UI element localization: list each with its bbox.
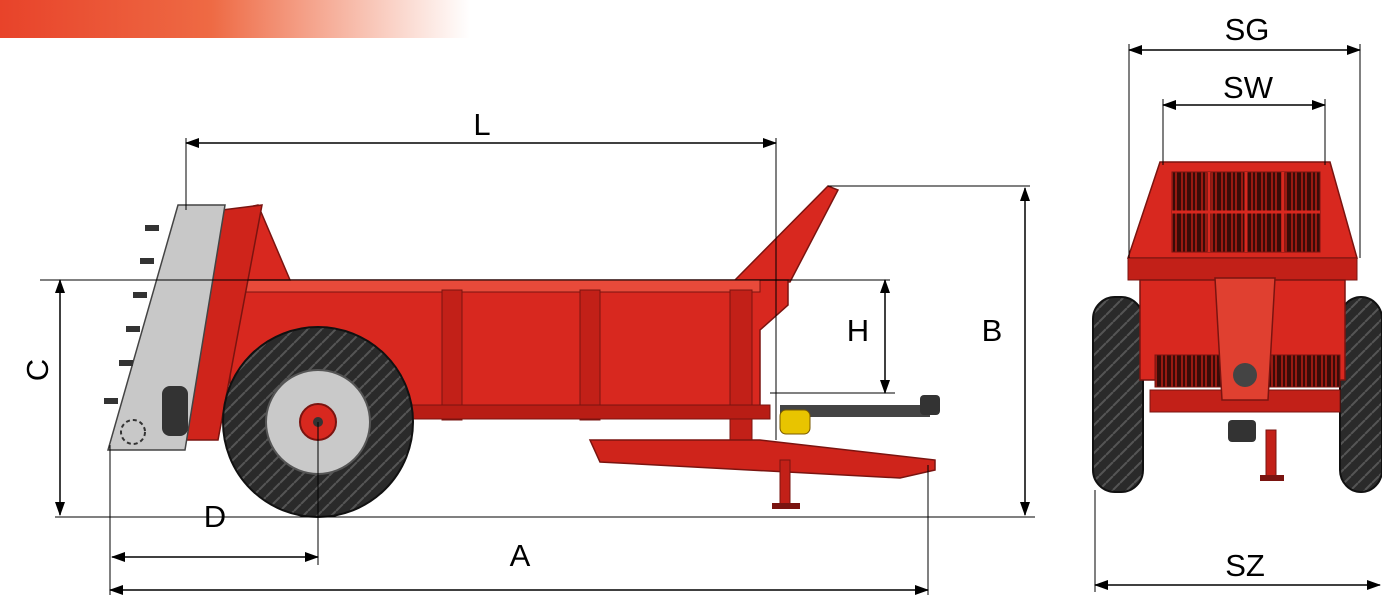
right-tire bbox=[1339, 296, 1382, 493]
label-C: C bbox=[20, 359, 55, 381]
header-banner bbox=[0, 0, 470, 38]
label-H: H bbox=[847, 313, 869, 348]
label-D: D bbox=[204, 499, 226, 534]
front-drawbar-plate bbox=[1214, 277, 1276, 401]
side-view bbox=[104, 185, 1030, 518]
label-SW: SW bbox=[1223, 70, 1274, 105]
label-SG: SG bbox=[1225, 12, 1270, 47]
left-tire bbox=[1092, 296, 1144, 493]
beater-blades bbox=[104, 225, 159, 404]
front-dimensions bbox=[1094, 44, 1381, 592]
label-L: L bbox=[473, 107, 490, 142]
parking-stand bbox=[779, 459, 791, 509]
pto-guard bbox=[779, 409, 811, 435]
label-A: A bbox=[510, 538, 531, 573]
front-view bbox=[1092, 161, 1382, 493]
label-SZ: SZ bbox=[1225, 548, 1265, 583]
label-B: B bbox=[982, 313, 1003, 348]
front-deflector bbox=[733, 185, 840, 283]
pto-shaft bbox=[780, 405, 930, 417]
drawbar bbox=[588, 439, 936, 479]
beater-shaft bbox=[120, 419, 146, 445]
side-dimensions bbox=[40, 138, 1035, 595]
beater-gearbox bbox=[162, 386, 188, 436]
rear-beater-panel bbox=[107, 204, 226, 451]
